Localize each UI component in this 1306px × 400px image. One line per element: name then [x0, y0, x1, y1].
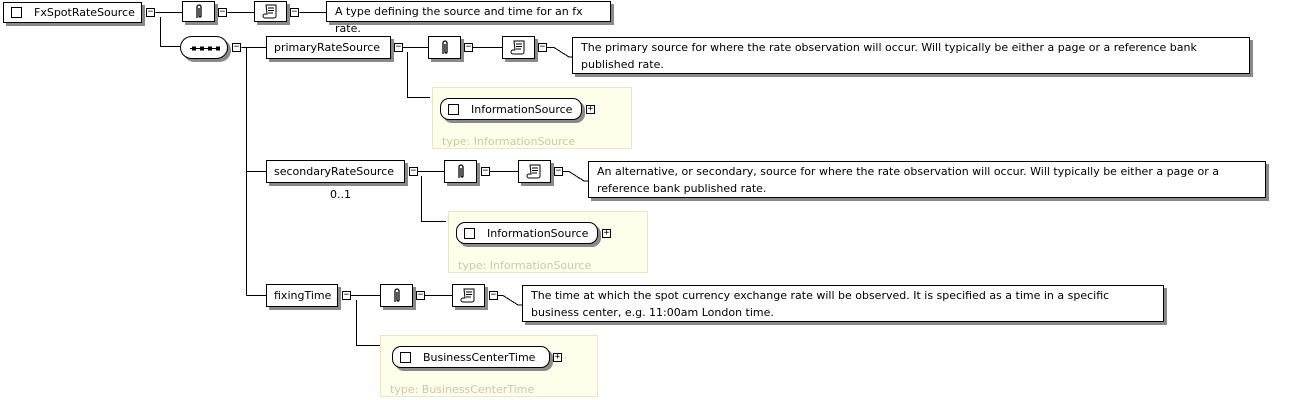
paperclip-icon — [441, 40, 448, 54]
type-element-expand-toggle[interactable]: + — [553, 352, 562, 362]
fixing-time-annotation-toggle[interactable]: − — [416, 290, 425, 300]
secondary-rate-source-annotation-toggle[interactable]: − — [481, 166, 490, 176]
paperclip-icon — [195, 4, 202, 18]
element-secondary-rate-source[interactable]: secondaryRateSource — [266, 160, 405, 183]
type-element-information-source[interactable]: InformationSource — [440, 98, 582, 120]
root-documentation[interactable] — [254, 1, 287, 22]
type-label: type: BusinessCenterTime — [390, 383, 535, 396]
fixing-time-type-panel: BusinessCenterTime + type: BusinessCente… — [380, 335, 598, 397]
element-checkbox-icon — [464, 227, 475, 239]
description-text: The time at which the spot currency exch… — [531, 289, 1110, 319]
type-element-information-source[interactable]: InformationSource — [456, 222, 598, 244]
primary-rate-source-documentation[interactable] — [502, 36, 535, 59]
type-element-expand-toggle[interactable]: + — [602, 228, 611, 238]
secondary-rate-source-type-panel: InformationSource + type: InformationSou… — [448, 211, 648, 273]
sequence-compositor[interactable] — [180, 36, 228, 59]
element-fixing-time[interactable]: fixingTime — [266, 284, 338, 307]
root-collapse-toggle[interactable]: − — [146, 7, 155, 17]
primary-rate-source-collapse-toggle[interactable]: − — [394, 42, 403, 52]
secondary-rate-source-collapse-toggle[interactable]: − — [409, 166, 418, 176]
sequence-icon — [190, 46, 220, 51]
element-label: fixingTime — [274, 289, 332, 302]
root-annotation-toggle[interactable]: − — [218, 7, 227, 17]
root-documentation-toggle[interactable]: − — [290, 7, 299, 17]
primary-rate-source-type-panel: InformationSource + type: InformationSou… — [432, 87, 632, 149]
paperclip-icon — [457, 164, 464, 178]
secondary-rate-source-documentation-toggle[interactable]: − — [554, 166, 563, 176]
element-checkbox-icon — [448, 103, 459, 115]
root-element[interactable]: FxSpotRateSource — [3, 2, 142, 23]
scroll-icon — [262, 4, 276, 19]
paperclip-icon — [393, 288, 400, 302]
element-label: primaryRateSource — [274, 41, 381, 54]
scroll-icon — [460, 288, 474, 303]
description-text: An alternative, or secondary, source for… — [597, 165, 1220, 195]
primary-rate-source-annotation-toggle[interactable]: − — [464, 42, 473, 52]
fixing-time-collapse-toggle[interactable]: − — [342, 290, 351, 300]
primary-rate-source-documentation-toggle[interactable]: − — [538, 42, 547, 52]
element-checkbox-icon — [11, 7, 22, 18]
secondary-rate-source-description: An alternative, or secondary, source for… — [588, 161, 1266, 198]
element-checkbox-icon — [400, 351, 411, 363]
element-label: secondaryRateSource — [274, 165, 395, 178]
root-description-text: A type defining the source and time for … — [335, 5, 583, 35]
secondary-rate-source-annotation[interactable] — [444, 160, 477, 183]
type-label: type: InformationSource — [458, 259, 592, 272]
description-text: The primary source for where the rate ob… — [581, 41, 1197, 71]
type-element-label: InformationSource — [471, 102, 573, 116]
secondary-rate-source-documentation[interactable] — [518, 160, 551, 183]
fixing-time-documentation-toggle[interactable]: − — [489, 290, 498, 300]
secondary-rate-source-cardinality: 0..1 — [330, 188, 351, 201]
type-element-label: BusinessCenterTime — [423, 350, 536, 364]
sequence-collapse-toggle[interactable]: − — [232, 42, 241, 52]
fixing-time-documentation[interactable] — [452, 284, 485, 307]
scroll-icon — [526, 164, 540, 179]
fixing-time-description: The time at which the spot currency exch… — [522, 285, 1164, 322]
primary-rate-source-description: The primary source for where the rate ob… — [572, 37, 1250, 74]
element-primary-rate-source[interactable]: primaryRateSource — [266, 36, 391, 59]
root-annotation[interactable] — [182, 1, 215, 22]
type-element-business-center-time[interactable]: BusinessCenterTime — [392, 346, 550, 368]
fixing-time-annotation[interactable] — [380, 284, 413, 307]
root-description: A type defining the source and time for … — [326, 1, 611, 35]
scroll-icon — [510, 40, 524, 55]
type-element-label: InformationSource — [487, 226, 589, 240]
type-element-expand-toggle[interactable]: + — [586, 104, 595, 114]
type-label: type: InformationSource — [442, 135, 576, 148]
primary-rate-source-annotation[interactable] — [428, 36, 461, 59]
root-element-label: FxSpotRateSource — [34, 6, 135, 19]
